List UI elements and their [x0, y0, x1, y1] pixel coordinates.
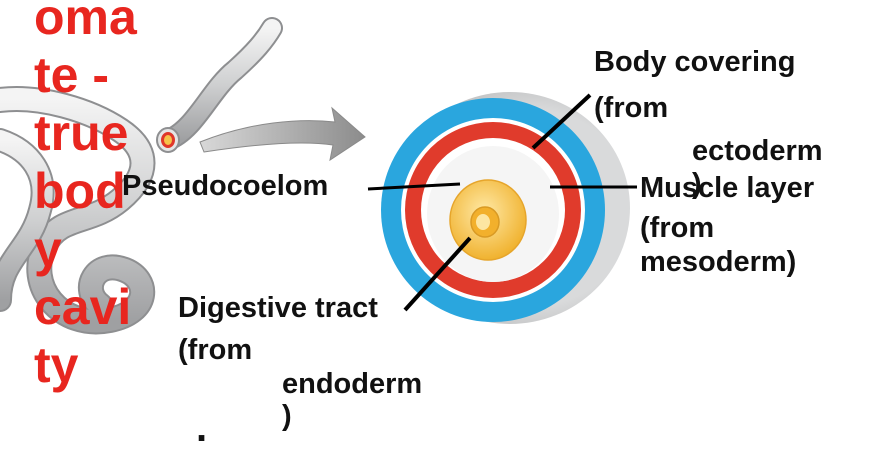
red-line: bod [34, 163, 126, 219]
label-ectoderm-paren: ) [692, 168, 702, 200]
red-heading-fragment: oma te - true bod y cavi ty [34, 0, 184, 394]
red-line: oma [34, 0, 137, 45]
label-endoderm: endoderm [282, 368, 423, 400]
red-line: true [34, 105, 129, 161]
red-line: te - [34, 47, 109, 103]
label-ectoderm: ectoderm [692, 135, 823, 167]
transition-arrow [199, 106, 366, 162]
red-line: ty [34, 337, 79, 393]
cross-section [381, 92, 630, 324]
trailing-dot: . [196, 406, 208, 450]
leader-digestive-tract [403, 236, 472, 312]
label-muscle-layer: Muscle layer [640, 172, 815, 204]
worm-illustration [0, 17, 283, 335]
leader-pseudocoelom [367, 182, 461, 191]
label-body-covering: Body covering [594, 46, 796, 78]
label-muscle-from: (from [640, 212, 715, 244]
label-mesoderm: mesoderm) [640, 246, 797, 278]
red-line: y [34, 221, 62, 277]
label-endoderm-paren: ) [282, 400, 292, 432]
leader-body-covering [531, 93, 592, 150]
label-digestive-tract: Digestive tract [178, 292, 378, 324]
label-body-covering-from: (from [594, 92, 669, 124]
label-digestive-from: (from [178, 334, 253, 366]
red-line: cavi [34, 279, 132, 335]
label-pseudocoelom: Pseudocoelom [122, 170, 329, 202]
